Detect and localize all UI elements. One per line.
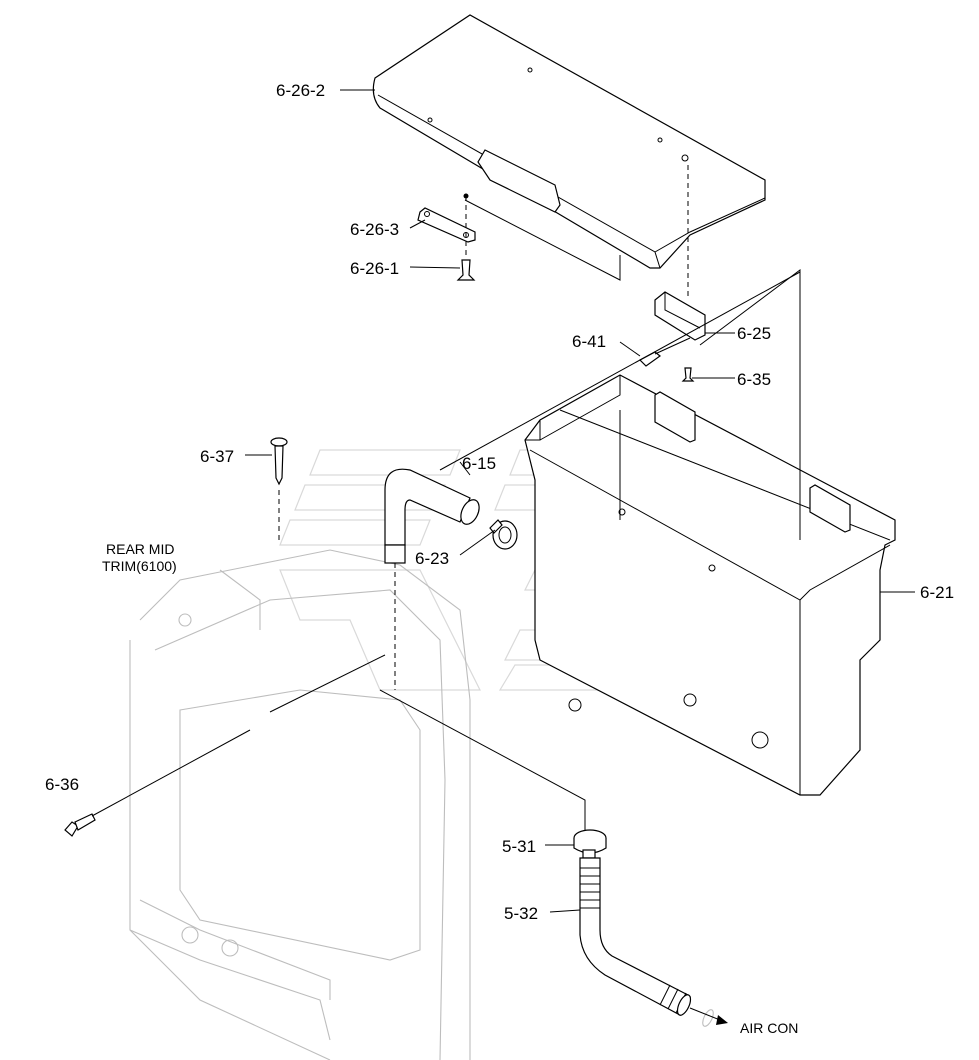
label-6-41: 6-41 [572,332,606,351]
clamp-5-31 [573,829,607,859]
hose-6-15 [384,468,480,564]
label-6-26-3: 6-26-3 [350,220,399,239]
label-6-25: 6-25 [737,324,771,343]
label-5-32: 5-32 [504,904,538,923]
screw-6-36 [64,813,96,837]
rear-mid-trim-outline [129,549,471,1060]
box-6-21 [524,374,896,796]
drain-pipe-5-32 [579,857,692,1016]
label-6-23: 6-23 [415,549,449,568]
label-5-31: 5-31 [502,837,536,856]
clamp-6-23 [489,519,518,550]
screw-6-37 [270,437,288,486]
bolt-6-41 [639,337,691,367]
lid-guide-line [464,199,621,281]
screw-6-36-guide-2 [269,654,386,713]
label-6-26-2: 6-26-2 [276,81,325,100]
label-6-37: 6-37 [200,447,234,466]
screw-6-26-1 [456,259,476,281]
label-rear-mid-line2: TRIM(6100) [102,558,177,574]
hinge-6-25 [654,291,706,341]
label-6-35: 6-35 [737,370,771,389]
drain-guide-line [379,689,586,830]
label-6-26-1: 6-26-1 [350,259,399,278]
hinge-plate-6-26-3 [417,207,476,243]
label-rear-mid-line1: REAR MID [106,541,174,557]
box-guide-line-2 [439,271,801,471]
leader-lines [245,89,915,913]
label-air-con: AIR CON [740,1020,798,1036]
label-6-21: 6-21 [920,583,954,602]
label-6-36: 6-36 [45,775,79,794]
screw-6-36-guide [91,729,251,817]
box-guide-line [699,269,801,540]
screw-6-35 [681,367,695,382]
lid-hole-dot [463,193,469,199]
label-6-15: 6-15 [462,454,496,473]
lid-6-26-2 [372,14,766,269]
air-con-connector [702,1009,714,1027]
air-con-arrow-icon [716,1015,728,1025]
